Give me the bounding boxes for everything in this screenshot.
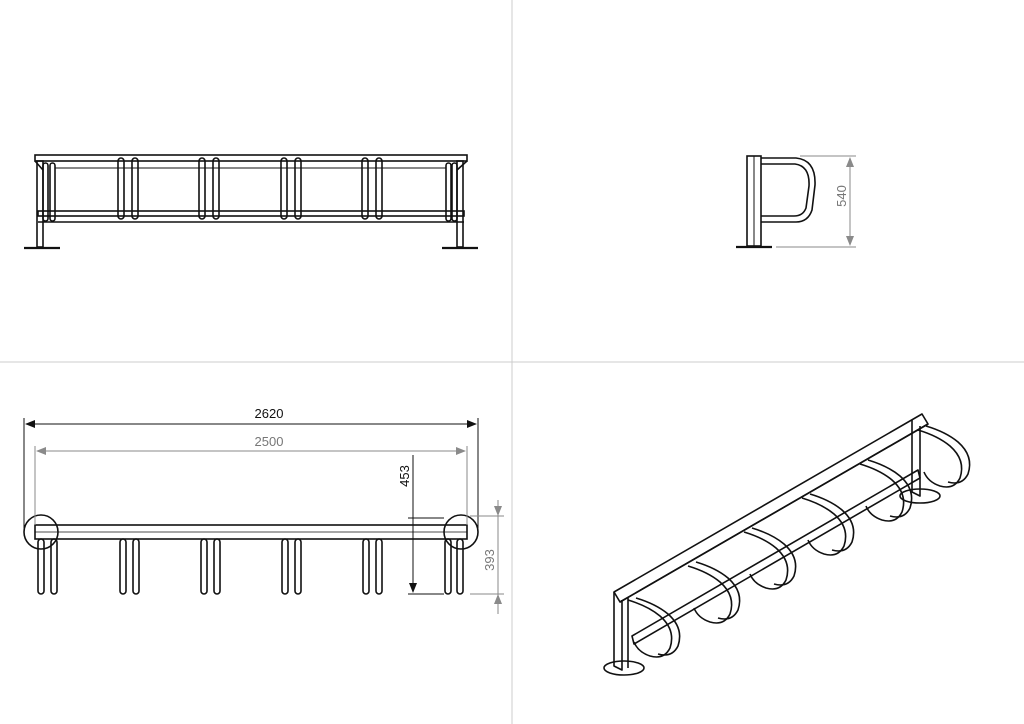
dim-depth-outer-label: 453	[397, 465, 412, 487]
side-view	[736, 155, 816, 249]
top-length-dimension: 2620	[23, 406, 479, 528]
dim-depth-inner-label: 393	[482, 549, 497, 571]
iso-hoops	[627, 425, 971, 658]
isometric-view	[603, 413, 971, 676]
top-depth-outer-dimension: 453	[397, 455, 444, 595]
dim-overall-length-label: 2620	[255, 406, 284, 421]
top-hoop-pairs	[37, 538, 464, 595]
top-depth-inner-dimension: 393	[470, 500, 504, 614]
side-height-dimension: 540	[776, 155, 856, 248]
top-inner-length-dimension: 2500	[34, 434, 468, 525]
dim-height-label: 540	[834, 185, 849, 207]
front-view	[24, 154, 478, 250]
top-view	[23, 514, 479, 595]
dim-inner-length-label: 2500	[255, 434, 284, 449]
front-hoop-pairs	[117, 157, 383, 220]
